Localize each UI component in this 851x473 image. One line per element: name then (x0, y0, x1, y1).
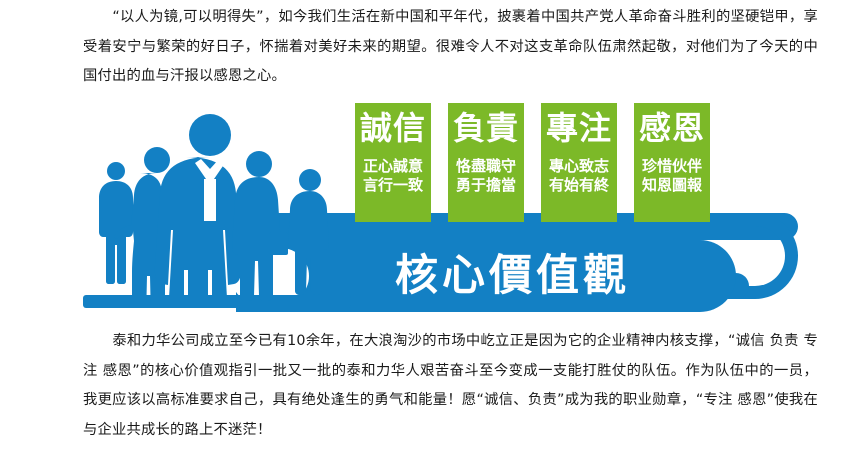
silhouette-person-3-leader (154, 114, 242, 302)
value-card-2: 負責 恪盡職守 勇于擔當 (448, 103, 524, 222)
paragraph-bottom: 泰和力华公司成立至今已有10余年，在大浪淘沙的市场中屹立正是因为它的企业精神内核… (83, 327, 818, 445)
value-card-4-title: 感恩 (638, 109, 705, 147)
value-card-4-subtitle: 珍惜伙伴 知恩圖報 (642, 157, 702, 195)
value-card-4-line2: 知恩圖報 (641, 176, 702, 194)
silhouette-person-4 (232, 151, 288, 301)
silhouette-person-2 (114, 147, 170, 302)
paragraph-top-text: “以人为镜,可以明得失”，如今我们生活在新中国和平年代，披裹着中国共产党人革命奋… (83, 9, 818, 84)
silhouette-person-5 (288, 169, 329, 295)
people-silhouette-group (99, 114, 329, 302)
core-values-infographic: 核心價值觀 (83, 102, 818, 317)
value-card-1-title: 誠信 (359, 109, 426, 147)
value-card-1: 誠信 正心誠意 言行一致 (355, 103, 431, 222)
value-card-1-line2: 言行一致 (362, 176, 423, 194)
value-card-2-line1: 恪盡職守 (455, 157, 516, 175)
silhouette-person-1 (99, 162, 133, 284)
value-card-2-subtitle: 恪盡職守 勇于擔當 (456, 157, 516, 195)
value-card-2-title: 負責 (452, 109, 519, 147)
value-card-3-title: 專注 (545, 109, 612, 147)
value-card-3: 專注 專心致志 有始有終 (541, 103, 617, 222)
value-card-3-line2: 有始有終 (548, 176, 609, 194)
value-card-1-line1: 正心誠意 (362, 157, 423, 175)
value-card-3-line1: 專心致志 (548, 157, 609, 175)
value-card-4: 感恩 珍惜伙伴 知恩圖報 (634, 103, 710, 222)
paragraph-top: “以人为镜,可以明得失”，如今我们生活在新中国和平年代，披裹着中国共产党人革命奋… (83, 3, 818, 92)
value-card-1-subtitle: 正心誠意 言行一致 (363, 157, 423, 195)
banner-title: 核心價值觀 (395, 251, 630, 301)
paragraph-bottom-text: 泰和力华公司成立至今已有10余年，在大浪淘沙的市场中屹立正是因为它的企业精神内核… (83, 333, 818, 438)
value-cards: 誠信 正心誠意 言行一致 負責 恪盡職守 勇于擔當 專注 專心致志 有始有終 (355, 103, 710, 222)
value-card-3-subtitle: 專心致志 有始有終 (549, 157, 609, 195)
value-card-4-line1: 珍惜伙伴 (641, 157, 702, 175)
value-card-2-line2: 勇于擔當 (455, 176, 516, 194)
